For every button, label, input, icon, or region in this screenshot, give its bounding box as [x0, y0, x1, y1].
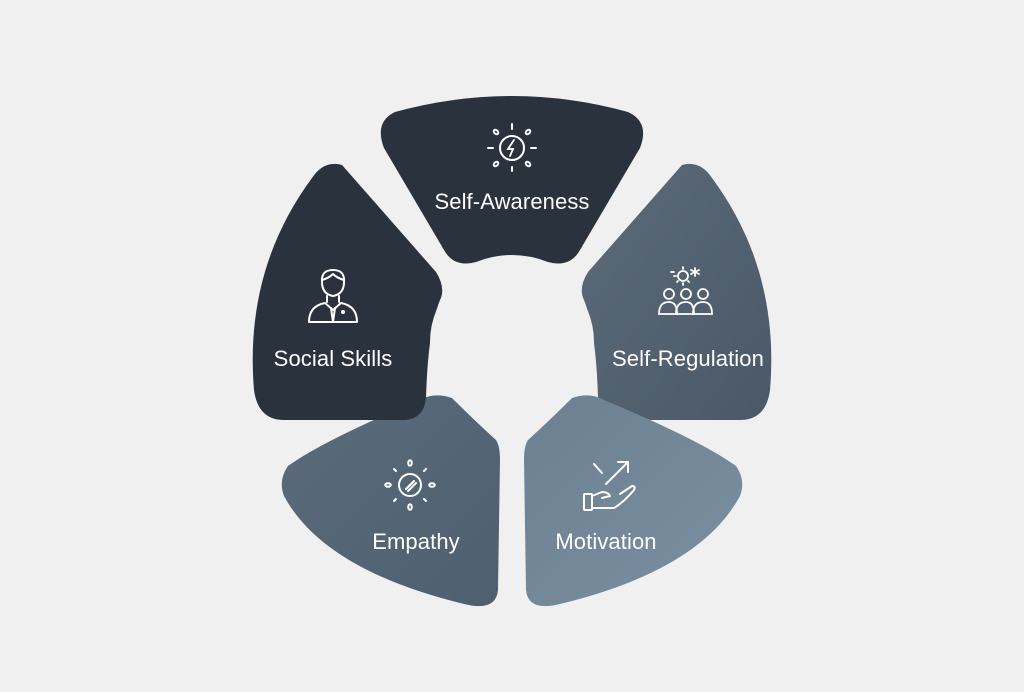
team-gear-icon [655, 264, 717, 326]
label-empathy: Empathy [372, 529, 460, 554]
label-social-skills: Social Skills [273, 346, 393, 371]
segment-self-awareness[interactable] [380, 96, 644, 264]
segment-empathy[interactable] [281, 395, 500, 607]
sun-bolt-icon [485, 121, 539, 175]
hand-arrow-icon [580, 458, 640, 518]
label-self-awareness: Self-Awareness [434, 189, 590, 214]
label-motivation: Motivation [555, 529, 657, 554]
label-self-regulation: Self-Regulation [612, 346, 764, 371]
segment-motivation[interactable] [524, 395, 743, 607]
segment-self-regulation[interactable] [581, 163, 772, 421]
segment-social-skills[interactable] [252, 163, 443, 421]
sun-heart-icon [382, 457, 438, 513]
person-tie-icon [305, 266, 361, 326]
center-hub [430, 260, 594, 424]
